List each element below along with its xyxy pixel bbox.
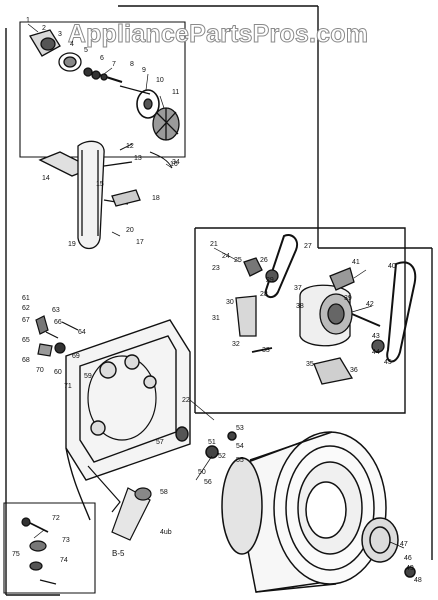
page-code: B-5	[112, 549, 125, 558]
callout-27: 27	[304, 243, 312, 250]
callout-44: 44	[372, 349, 380, 356]
inset-parts	[21, 517, 57, 585]
callout-67: 67	[22, 317, 30, 324]
callout-53: 53	[236, 425, 244, 432]
callout-2: 2	[42, 25, 46, 32]
callout-18: 18	[152, 195, 160, 202]
callout-12: 12	[126, 143, 134, 150]
callout-25: 25	[234, 257, 242, 264]
callout-22: 22	[182, 397, 190, 404]
callout-20: 20	[126, 227, 134, 234]
watermark-text: AppliancePartsPros.com	[68, 20, 368, 48]
callout-60: 60	[54, 369, 62, 376]
callout-42: 42	[366, 301, 374, 308]
blower-duct	[38, 140, 173, 250]
callout-16: 16	[170, 161, 178, 168]
callout-15: 15	[96, 181, 104, 188]
callout-29: 29	[266, 277, 274, 284]
callout-14: 14	[42, 175, 50, 182]
callout-33: 33	[262, 347, 270, 354]
callout-28: 28	[260, 291, 268, 298]
small-code: 4ub	[160, 529, 172, 536]
callout-48: 48	[414, 577, 422, 584]
callout-46: 46	[404, 555, 412, 562]
callout-31: 31	[212, 315, 220, 322]
callout-59: 59	[84, 373, 92, 380]
callout-3: 3	[58, 31, 62, 38]
callout-36: 36	[350, 367, 358, 374]
callout-66: 66	[54, 319, 62, 326]
callout-13: 13	[134, 155, 142, 162]
callout-8: 8	[130, 61, 134, 68]
callout-52: 52	[218, 453, 226, 460]
callout-24: 24	[222, 253, 230, 260]
callout-73: 73	[62, 537, 70, 544]
callout-45: 45	[384, 359, 392, 366]
callout-62: 62	[22, 305, 30, 312]
callout-43: 43	[372, 333, 380, 340]
callout-71: 71	[64, 383, 72, 390]
rear-bulkhead	[65, 319, 191, 521]
callout-57: 57	[156, 439, 164, 446]
blower-assembly	[29, 29, 180, 141]
callout-30: 30	[226, 299, 234, 306]
callout-23: 23	[212, 265, 220, 272]
callout-38: 38	[296, 303, 304, 310]
cabinet-outline	[3, 5, 433, 596]
callout-40: 40	[388, 263, 396, 270]
callout-35: 35	[306, 361, 314, 368]
callout-32: 32	[232, 341, 240, 348]
callout-26: 26	[260, 257, 268, 264]
callout-1: 1	[26, 17, 30, 24]
callout-75: 75	[12, 551, 20, 558]
callout-49: 49	[406, 565, 414, 572]
callout-64: 64	[78, 329, 86, 336]
callout-17: 17	[136, 239, 144, 246]
callout-54: 54	[236, 443, 244, 450]
callout-37: 37	[294, 285, 302, 292]
callout-50: 50	[198, 469, 206, 476]
callout-4: 4	[70, 41, 74, 48]
callout-21: 21	[210, 241, 218, 248]
callout-55: 55	[236, 457, 244, 464]
callout-58: 58	[160, 489, 168, 496]
callout-39: 39	[344, 295, 352, 302]
callout-56: 56	[204, 479, 212, 486]
callout-74: 74	[60, 557, 68, 564]
callout-34: 34	[172, 159, 180, 166]
callout-65: 65	[22, 337, 30, 344]
callout-68: 68	[22, 357, 30, 364]
callout-10: 10	[156, 77, 164, 84]
callout-7: 7	[112, 61, 116, 68]
callout-labels: 1 2 3 4 5 6 7 8 9 10 11 12 13 14 15 16 1…	[12, 17, 422, 584]
callout-19: 19	[68, 241, 76, 248]
callout-51: 51	[208, 439, 216, 446]
callout-70: 70	[36, 367, 44, 374]
callout-47: 47	[400, 541, 408, 548]
drum-assembly	[205, 431, 416, 593]
callout-72: 72	[52, 515, 60, 522]
callout-61: 61	[22, 295, 30, 302]
callout-63: 63	[52, 307, 60, 314]
left-small-parts	[35, 315, 152, 541]
callout-11: 11	[172, 89, 179, 96]
callout-69: 69	[72, 353, 80, 360]
motor-assembly	[235, 234, 417, 385]
callout-41: 41	[352, 259, 360, 266]
leader-lines	[27, 23, 405, 549]
callout-5: 5	[84, 47, 88, 54]
callout-6: 6	[100, 55, 104, 62]
callout-9: 9	[142, 67, 146, 74]
